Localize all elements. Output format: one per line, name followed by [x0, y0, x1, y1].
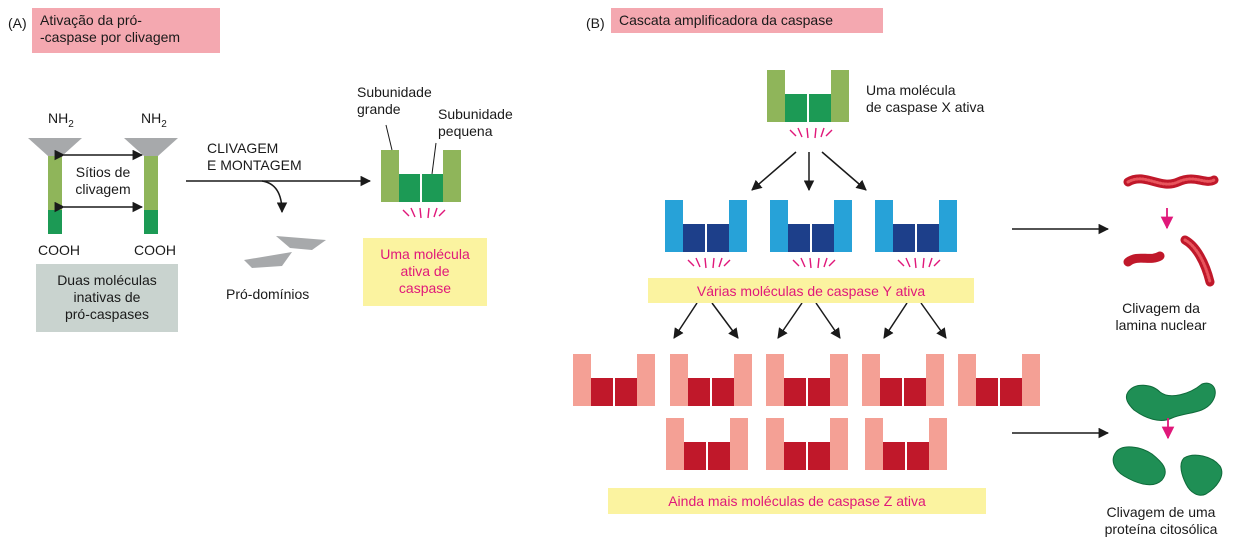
outcome-arrows [1012, 223, 1110, 439]
lamina-cleavage-label: Clivagem da lamina nuclear [1115, 300, 1207, 333]
arrows-x-to-y [751, 151, 867, 192]
panel-a-title-box [32, 8, 220, 53]
caspase-y-3 [875, 200, 957, 252]
procaspase-right [124, 138, 178, 234]
caspase-z-row-2 [666, 418, 947, 470]
prodomains-label: Pró-domínios [226, 286, 310, 302]
cleavage-assembly-arrow [186, 175, 372, 214]
panel-a-letter: (A) [8, 15, 27, 31]
caspase-y-label-box [648, 278, 974, 303]
subunit-leader-lines [385, 124, 437, 175]
caspase-x [767, 70, 849, 122]
nh2-label-right: NH2 [141, 110, 167, 130]
large-subunit-label: Subunidade grande [357, 84, 432, 117]
caspase-x-label: Uma molécula de caspase X ativa [866, 82, 985, 115]
panel-a-title: Ativação da pró- -caspase por clivagem [40, 12, 181, 45]
nuclear-lamina [1123, 174, 1219, 287]
caspase-x-glow [789, 127, 833, 139]
caspase-z-label: Ainda mais moléculas de caspase Z ativa [668, 493, 926, 509]
caspase-y-1 [665, 200, 747, 252]
procaspase-left [28, 138, 82, 234]
cytosolic-cleavage-label: Clivagem de uma proteína citosólica [1104, 504, 1218, 537]
cooh-label-left: COOH [38, 242, 80, 258]
inactive-label-box [36, 264, 178, 332]
active-caspase-label-box [363, 238, 487, 306]
panel-b-title: Cascata amplificadora da caspase [619, 12, 834, 28]
caspase-y-2 [770, 200, 852, 252]
panel-b-title-box [611, 8, 883, 33]
cleavage-sites-label: Sítios de clivagem [75, 164, 131, 197]
nh2-label-left: NH2 [48, 110, 74, 130]
active-caspase-a [381, 150, 461, 202]
cleavage-assembly-label: CLIVAGEM E MONTAGEM [207, 140, 302, 173]
cleavage-site-arrows [54, 149, 144, 213]
prodomain-fragments [244, 236, 326, 268]
panel-b-letter: (B) [586, 15, 605, 31]
small-subunit-label: Subunidade pequena [438, 106, 513, 139]
caspase-z-label-box [608, 488, 986, 514]
caspase-y-label: Várias moléculas de caspase Y ativa [696, 283, 926, 299]
caspase-z-row-1 [573, 354, 1040, 406]
caspase-y-glow [687, 257, 941, 269]
cooh-label-right: COOH [134, 242, 176, 258]
active-caspase-a-glow [402, 207, 446, 219]
active-caspase-label: Uma molécula ativa de caspase [380, 246, 470, 296]
arrows-y-to-z [673, 302, 947, 339]
inactive-procaspases-label: Duas moléculas inativas de pró-caspases [57, 272, 157, 322]
cytosolic-protein [1112, 382, 1223, 496]
